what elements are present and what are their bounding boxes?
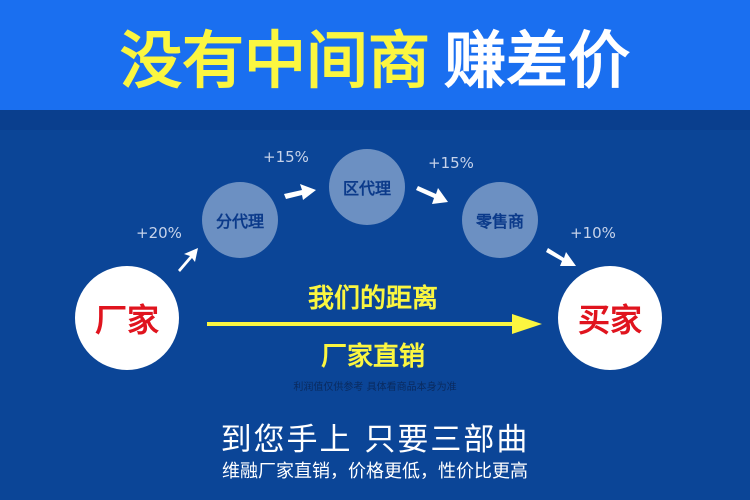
arrow-region-to-retailer-icon [416, 186, 448, 204]
title-yellow: 没有中间商 [119, 24, 430, 97]
node-sub-agent: 分代理 [202, 182, 278, 258]
markup-sub-agent: +20% [136, 224, 182, 242]
markup-buyer: +10% [570, 224, 616, 242]
arrow-retailer-to-buyer-icon [546, 248, 576, 266]
arrow-top-label: 我们的距离 [307, 284, 438, 314]
subtitle: 维融厂家直销，价格更低，性价比更高 [222, 461, 528, 482]
title-white: 赚差价 [444, 24, 631, 97]
header-shadow-band [0, 110, 750, 130]
markup-region-agent: +15% [263, 148, 309, 166]
arrow-factory-to-subagent-icon [178, 248, 198, 272]
node-region-agent: 区代理 [329, 149, 405, 225]
node-buyer: 买家 [558, 266, 662, 370]
slogan: 到您手上 只要三部曲 [220, 422, 530, 458]
arrow-subagent-to-region-icon [284, 184, 316, 200]
markup-retailer: +15% [428, 154, 474, 172]
node-retailer: 零售商 [462, 182, 538, 258]
direct-arrow-line [207, 322, 517, 326]
arrow-bottom-label: 厂家直销 [320, 342, 425, 372]
node-factory: 厂家 [75, 266, 179, 370]
direct-arrowhead-icon [512, 314, 542, 334]
header-banner: 没有中间商 赚差价 [0, 0, 750, 110]
disclaimer-note: 利润值仅供参考 具体看商品本身为准 [293, 382, 457, 393]
